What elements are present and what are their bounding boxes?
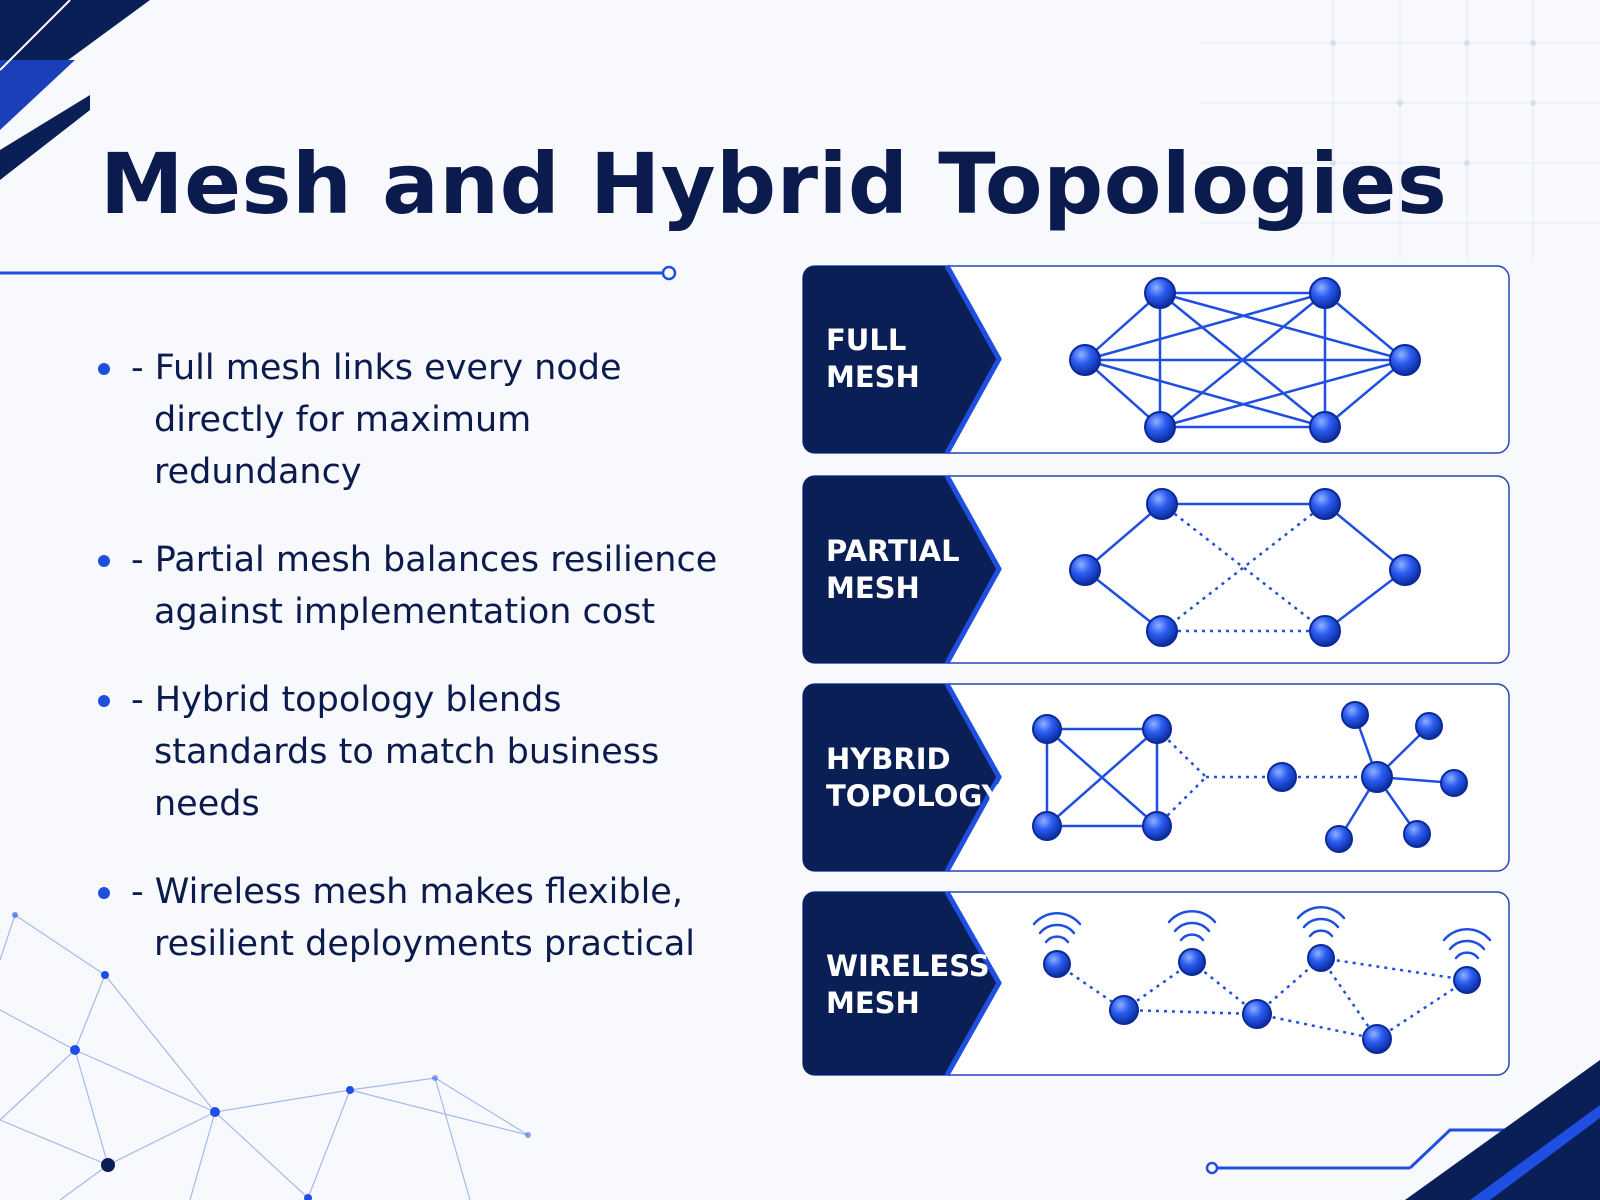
bullet-item-full-mesh: - Full mesh links every node directly fo…	[96, 342, 736, 498]
bullet-item-partial-mesh: - Partial mesh balances resilience again…	[96, 534, 736, 638]
panel-hybrid-topology	[802, 682, 1510, 873]
full-mesh-diagram-icon	[1069, 277, 1421, 443]
panel-label-wireless-mesh: WIRELESS MESH	[826, 949, 990, 1020]
panel-label-hybrid-topology: HYBRID TOPOLOGY	[826, 742, 1003, 813]
panel-wireless-mesh	[802, 890, 1510, 1077]
bullet-item-wireless: - Wireless mesh makes flexible, resilien…	[96, 866, 736, 970]
bullet-text: - Full mesh links every node directly fo…	[131, 348, 622, 492]
panel-label-partial-mesh: PARTIAL MESH	[826, 534, 960, 605]
page-title: Mesh and Hybrid Topologies	[100, 135, 1448, 233]
bullet-dot-icon	[98, 887, 110, 899]
panel-label-full-mesh: FULL MESH	[826, 323, 920, 394]
bullet-dot-icon	[98, 555, 110, 567]
bullet-text: - Wireless mesh makes flexible, resilien…	[131, 872, 695, 964]
partial-mesh-diagram-icon	[1069, 488, 1421, 647]
bullet-item-hybrid: - Hybrid topology blends standards to ma…	[96, 674, 736, 830]
hybrid-topology-diagram-icon	[1032, 701, 1468, 853]
panel-partial-mesh	[802, 474, 1510, 665]
wireless-mesh-diagram-icon	[1032, 906, 1492, 1054]
bullet-text: - Hybrid topology blends standards to ma…	[131, 680, 660, 824]
bullet-dot-icon	[98, 363, 110, 375]
bullet-list: - Full mesh links every node directly fo…	[96, 342, 736, 1006]
bullet-text: - Partial mesh balances resilience again…	[131, 540, 718, 632]
panel-full-mesh	[802, 264, 1510, 455]
bullet-dot-icon	[98, 695, 110, 707]
